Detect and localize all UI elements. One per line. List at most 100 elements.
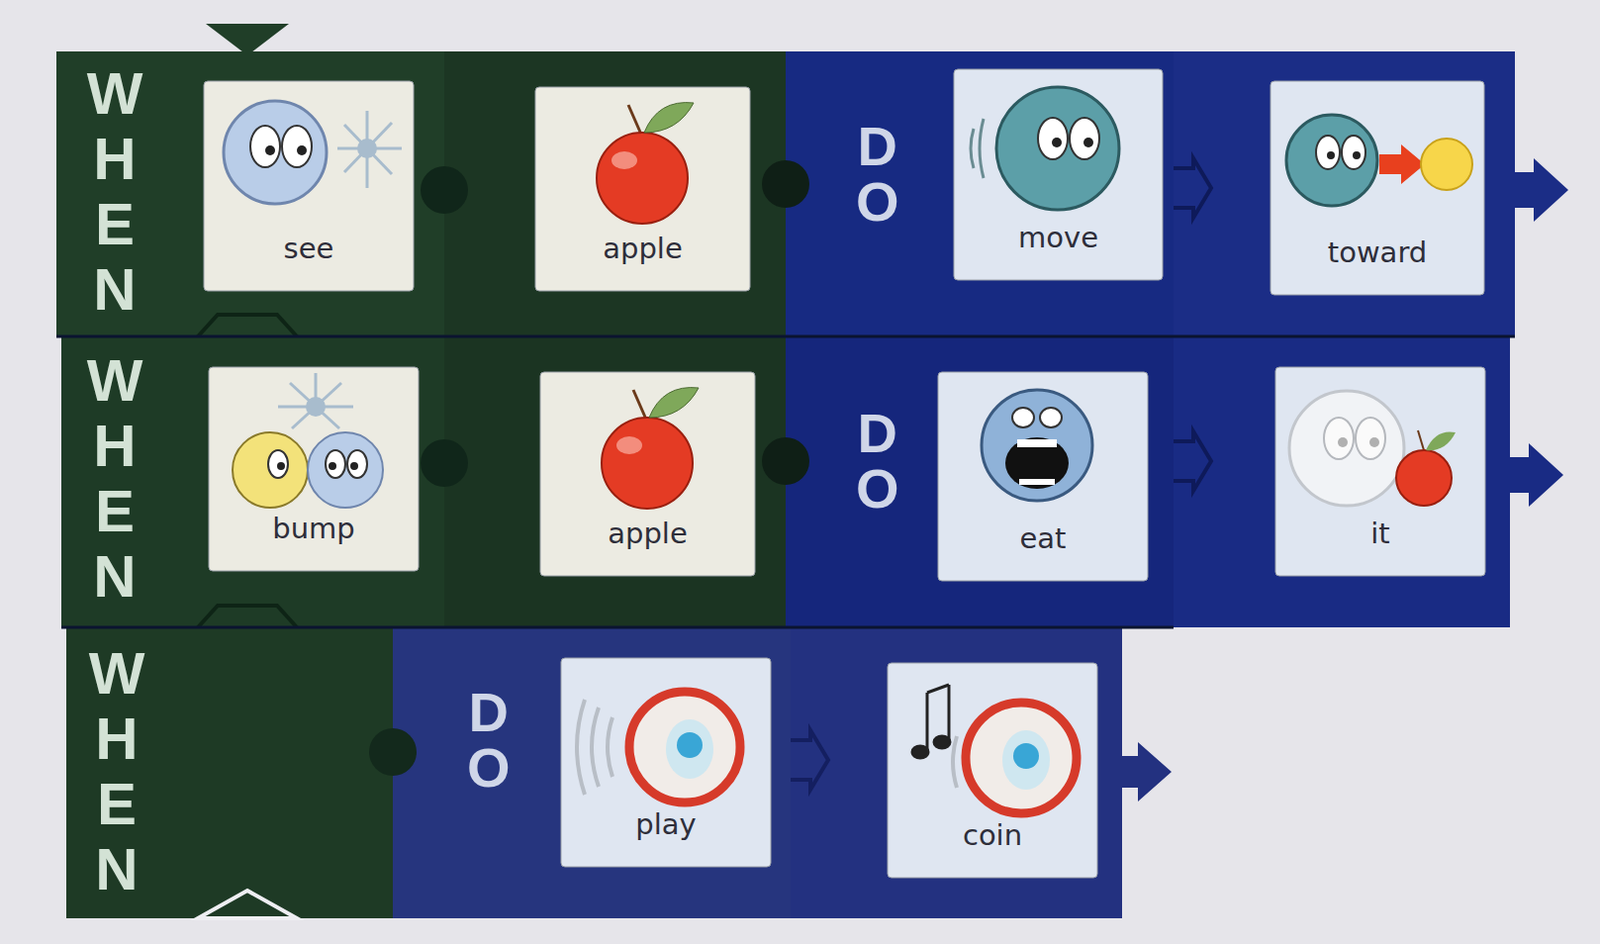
speaker-icon <box>607 717 613 777</box>
do-label: DO <box>847 118 909 230</box>
card-face <box>953 69 1163 281</box>
card-face <box>203 81 414 291</box>
card-label: eat <box>1020 521 1067 556</box>
rule-row <box>444 51 786 337</box>
eat-icon <box>1012 407 1035 428</box>
speaker-icon <box>912 684 950 758</box>
apple-icon <box>596 132 688 224</box>
rule-row <box>197 890 297 919</box>
speaker-icon <box>676 732 703 758</box>
speaker-icon <box>934 736 950 749</box>
eat-icon <box>981 389 1093 501</box>
eat-icon <box>981 389 1093 501</box>
it-icon <box>1369 437 1380 448</box>
speaker-icon <box>947 684 951 743</box>
it-icon <box>1289 390 1405 506</box>
bump-icon <box>347 450 368 478</box>
bump-icon <box>232 373 383 508</box>
see-icon <box>337 110 402 189</box>
card-label: it <box>1370 516 1390 551</box>
speaker-icon <box>926 692 930 753</box>
rule-row <box>761 437 810 485</box>
rule-row <box>785 336 1174 628</box>
apple-icon <box>596 102 694 224</box>
move-icon <box>1083 137 1094 148</box>
move-icon <box>970 118 984 179</box>
move-icon <box>1069 117 1100 160</box>
bump-icon <box>232 432 308 508</box>
speaker-icon <box>1013 743 1039 769</box>
speaker-icon <box>591 707 599 787</box>
card-face <box>535 87 751 291</box>
rule-row <box>420 166 469 214</box>
move-icon <box>979 118 984 179</box>
bump-icon <box>307 432 383 508</box>
rule-row <box>61 627 1174 919</box>
card-face <box>208 367 419 571</box>
move-icon <box>970 128 974 169</box>
speaker-icon <box>952 736 957 788</box>
it-icon <box>1355 417 1386 460</box>
speaker-icon <box>912 684 1077 814</box>
eat-icon <box>1017 439 1057 448</box>
card-face <box>887 662 1098 878</box>
speaker-icon <box>576 691 741 803</box>
move-icon <box>1037 117 1068 160</box>
do-tile: DO eat <box>785 336 1174 628</box>
move-icon <box>1051 137 1062 148</box>
apple-icon <box>644 102 694 133</box>
card-tile: it <box>1275 367 1486 576</box>
bump-icon <box>305 396 326 417</box>
rule-row <box>61 336 445 628</box>
when-label: WHEN <box>82 348 148 610</box>
rule-row <box>56 23 1569 337</box>
card-tile: coin <box>887 662 1098 878</box>
card-tile: toward <box>1270 81 1485 295</box>
see-icon <box>250 125 281 168</box>
see-icon <box>265 145 276 156</box>
card-tile: play <box>561 658 771 867</box>
it-icon <box>1337 437 1348 448</box>
card-face <box>1275 367 1486 576</box>
card-tile: see <box>203 81 414 291</box>
toward-icon <box>1341 135 1366 170</box>
speaker-icon <box>965 702 1077 814</box>
card-tile: bump <box>208 367 419 571</box>
bump-icon <box>350 462 359 471</box>
bump-icon <box>268 450 288 478</box>
do-label: DO <box>458 684 520 796</box>
rule-row <box>1173 431 1212 491</box>
move-icon <box>996 87 1120 210</box>
do-tile: DO move <box>785 51 1174 337</box>
bump-icon <box>277 462 285 471</box>
card-label: coin <box>962 818 1023 852</box>
toward-icon <box>1326 151 1335 160</box>
see-icon <box>357 138 377 159</box>
rule-row <box>444 336 786 628</box>
card-tile: move <box>953 69 1163 281</box>
rule-row <box>790 627 1123 919</box>
when-tile: WHEN bump <box>61 336 445 628</box>
eat-icon <box>1019 478 1055 485</box>
rule-row <box>785 51 1174 337</box>
rule-row <box>1509 443 1564 507</box>
do-label: DO <box>847 405 909 517</box>
card-label: apple <box>602 231 683 266</box>
eat-icon <box>1039 407 1062 428</box>
when-label: WHEN <box>82 61 148 323</box>
rule-row <box>369 728 417 776</box>
card-face <box>203 69 1486 878</box>
rule-row <box>761 160 810 208</box>
rule-row <box>197 314 297 337</box>
rule-row <box>1514 158 1569 222</box>
toward-icon <box>1286 114 1473 206</box>
when-label: WHEN <box>84 641 150 903</box>
rule-row <box>56 336 1564 628</box>
speaker-icon <box>576 699 585 795</box>
rule-row <box>420 439 469 487</box>
speaker-icon <box>629 691 741 803</box>
apple-icon <box>601 387 699 509</box>
toward-icon <box>1352 151 1361 160</box>
apple-icon <box>611 151 638 170</box>
